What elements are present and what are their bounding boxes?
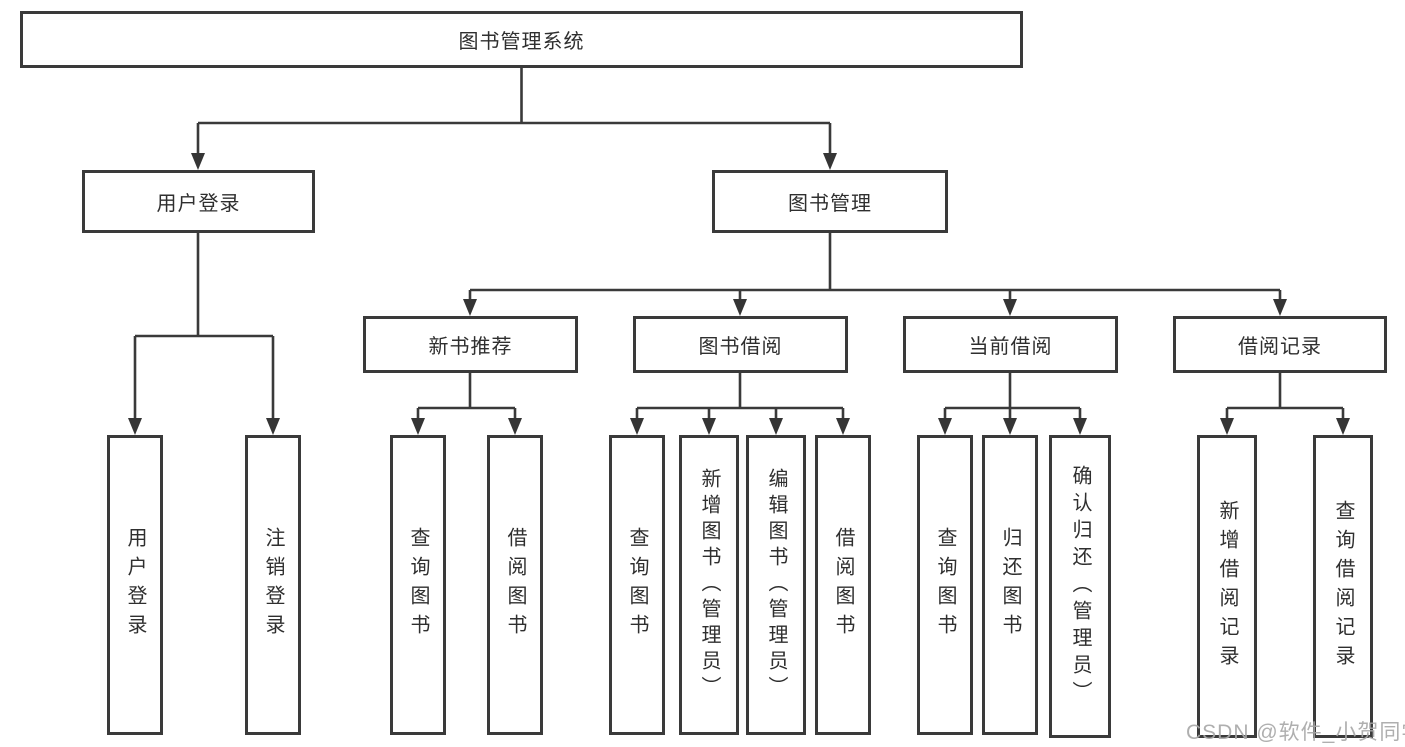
node-confirm-return-admin: 确认归还（管理员）	[1049, 435, 1111, 738]
node-label: 编辑图书（管理员）	[765, 468, 787, 702]
node-query-books: 查询图书	[609, 435, 665, 735]
node-query-books-recommend: 查询图书	[390, 435, 446, 735]
node-label: 图书管理系统	[458, 31, 585, 53]
connector-root-to-level2	[191, 68, 837, 170]
node-book-borrowing: 图书借阅	[633, 316, 848, 373]
node-edit-books-admin: 编辑图书（管理员）	[746, 435, 806, 735]
watermark-text: CSDN @软件_小贺同学	[1186, 721, 1405, 744]
node-logout-action: 注销登录	[245, 435, 301, 735]
connector-user-login-children	[128, 233, 280, 435]
connector-book-borrowing-children	[630, 373, 850, 435]
node-new-book-recommendation: 新书推荐	[363, 316, 578, 373]
node-query-books-current: 查询图书	[917, 435, 973, 735]
node-label: 用户登录	[156, 193, 241, 215]
connector-book-management-to-level3	[463, 233, 1287, 316]
node-add-borrow-record: 新增借阅记录	[1197, 435, 1257, 738]
node-label: 查询图书	[934, 527, 956, 643]
node-label: 当前借阅	[968, 336, 1053, 358]
node-user-login: 用户登录	[82, 170, 315, 233]
node-label: 借阅图书	[504, 527, 526, 643]
node-borrow-books-recommend: 借阅图书	[487, 435, 543, 735]
node-label: 查询图书	[407, 527, 429, 643]
node-book-management: 图书管理	[712, 170, 948, 233]
node-label: 新增图书（管理员）	[698, 468, 720, 702]
node-label: 借阅图书	[832, 527, 854, 643]
node-label: 新书推荐	[428, 336, 513, 358]
node-return-books: 归还图书	[982, 435, 1038, 735]
node-borrow-books: 借阅图书	[815, 435, 871, 735]
node-label: 查询图书	[626, 527, 648, 643]
node-label: 用户登录	[124, 527, 146, 643]
node-label: 查询借阅记录	[1332, 499, 1354, 674]
node-query-borrow-record: 查询借阅记录	[1313, 435, 1373, 738]
node-label: 借阅记录	[1238, 336, 1322, 358]
connector-borrowing-records-children	[1220, 373, 1350, 435]
node-label: 注销登录	[262, 527, 284, 643]
node-label: 归还图书	[999, 527, 1021, 643]
node-label: 图书管理	[788, 193, 872, 215]
node-label: 图书借阅	[698, 336, 783, 358]
node-add-books-admin: 新增图书（管理员）	[679, 435, 739, 735]
node-borrowing-records: 借阅记录	[1173, 316, 1387, 373]
connector-new-book-recommendation-children	[411, 373, 522, 435]
node-label: 新增借阅记录	[1216, 499, 1238, 674]
node-user-login-action: 用户登录	[107, 435, 163, 735]
node-label: 确认归还（管理员）	[1069, 465, 1091, 708]
node-library-management-system: 图书管理系统	[20, 11, 1023, 68]
node-current-borrowing: 当前借阅	[903, 316, 1118, 373]
connector-current-borrowing-children	[938, 373, 1087, 435]
